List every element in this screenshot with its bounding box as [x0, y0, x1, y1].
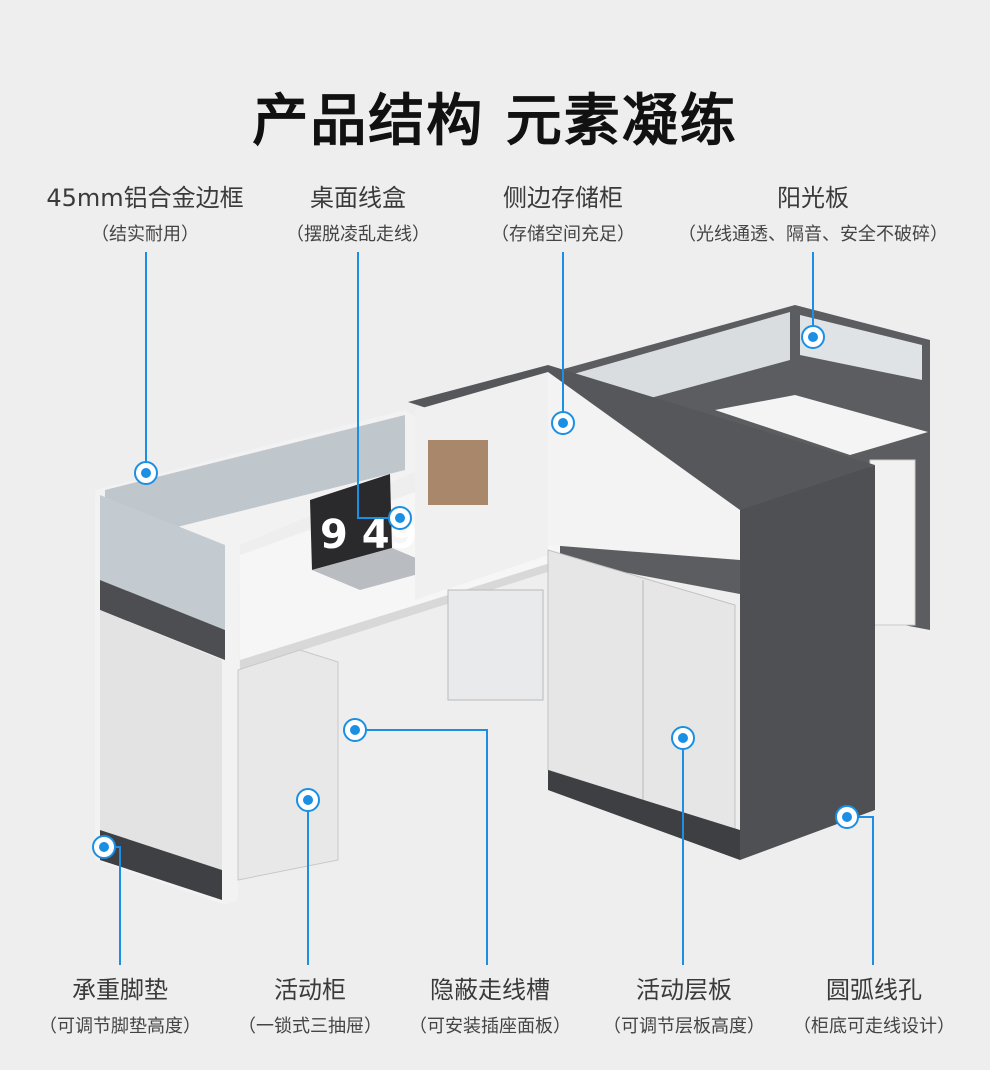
feature-label-arc-hole: 圆弧线孔 （柜底可走线设计）: [724, 974, 990, 1040]
feature-name: 承重脚垫: [72, 976, 168, 1004]
feature-label-cable-box: 桌面线盒 （摆脱凌乱走线）: [208, 182, 508, 248]
feature-detail: （结实耐用）: [91, 224, 199, 245]
feature-detail: （可调节层板高度）: [603, 1016, 765, 1037]
side-storage-cabinet: [408, 365, 875, 860]
feature-name: 阳光板: [777, 184, 849, 212]
feature-name: 活动层板: [636, 976, 732, 1004]
feature-label-side-cabinet: 侧边存储柜 （存储空间充足）: [413, 182, 713, 248]
feature-detail: （可安装插座面板）: [409, 1016, 571, 1037]
feature-label-cable-tray: 隐蔽走线槽 （可安装插座面板）: [340, 974, 640, 1040]
feature-detail: （柜底可走线设计）: [793, 1016, 955, 1037]
feature-label-foot-pad: 承重脚垫 （可调节脚垫高度）: [0, 974, 270, 1040]
feature-label-sun-panel: 阳光板 （光线通透、隔音、安全不破碎）: [663, 182, 963, 248]
marker-cable-tray: [343, 718, 367, 742]
leader-lines: [104, 252, 874, 965]
marker-cable-box: [388, 506, 412, 530]
feature-label-mobile-pedestal: 活动柜 （一锁式三抽屉）: [160, 974, 460, 1040]
feature-detail: （一锁式三抽屉）: [238, 1016, 382, 1037]
feature-detail: （摆脱凌乱走线）: [286, 224, 430, 245]
marker-arc-hole: [835, 805, 859, 829]
feature-detail: （光线通透、隔音、安全不破碎）: [678, 224, 948, 245]
feature-label-shelf: 活动层板 （可调节层板高度）: [534, 974, 834, 1040]
feature-name: 隐蔽走线槽: [430, 976, 550, 1004]
marker-side-cabinet: [551, 411, 575, 435]
marker-pedestal: [296, 788, 320, 812]
feature-name: 活动柜: [274, 976, 346, 1004]
feature-detail: （可调节脚垫高度）: [39, 1016, 201, 1037]
feature-label-frame: 45mm铝合金边框 （结实耐用）: [0, 182, 295, 248]
feature-name: 45mm铝合金边框: [46, 184, 244, 212]
feature-name: 圆弧线孔: [826, 976, 922, 1004]
feature-name: 桌面线盒: [310, 184, 406, 212]
feature-name: 侧边存储柜: [503, 184, 623, 212]
feature-detail: （存储空间充足）: [491, 224, 635, 245]
marker-sun-panel: [801, 325, 825, 349]
marker-shelf: [671, 726, 695, 750]
marker-frame: [134, 461, 158, 485]
callout-markers: [92, 325, 859, 859]
marker-foot-pad: [92, 835, 116, 859]
page-title: 产品结构 元素凝练: [252, 89, 738, 154]
